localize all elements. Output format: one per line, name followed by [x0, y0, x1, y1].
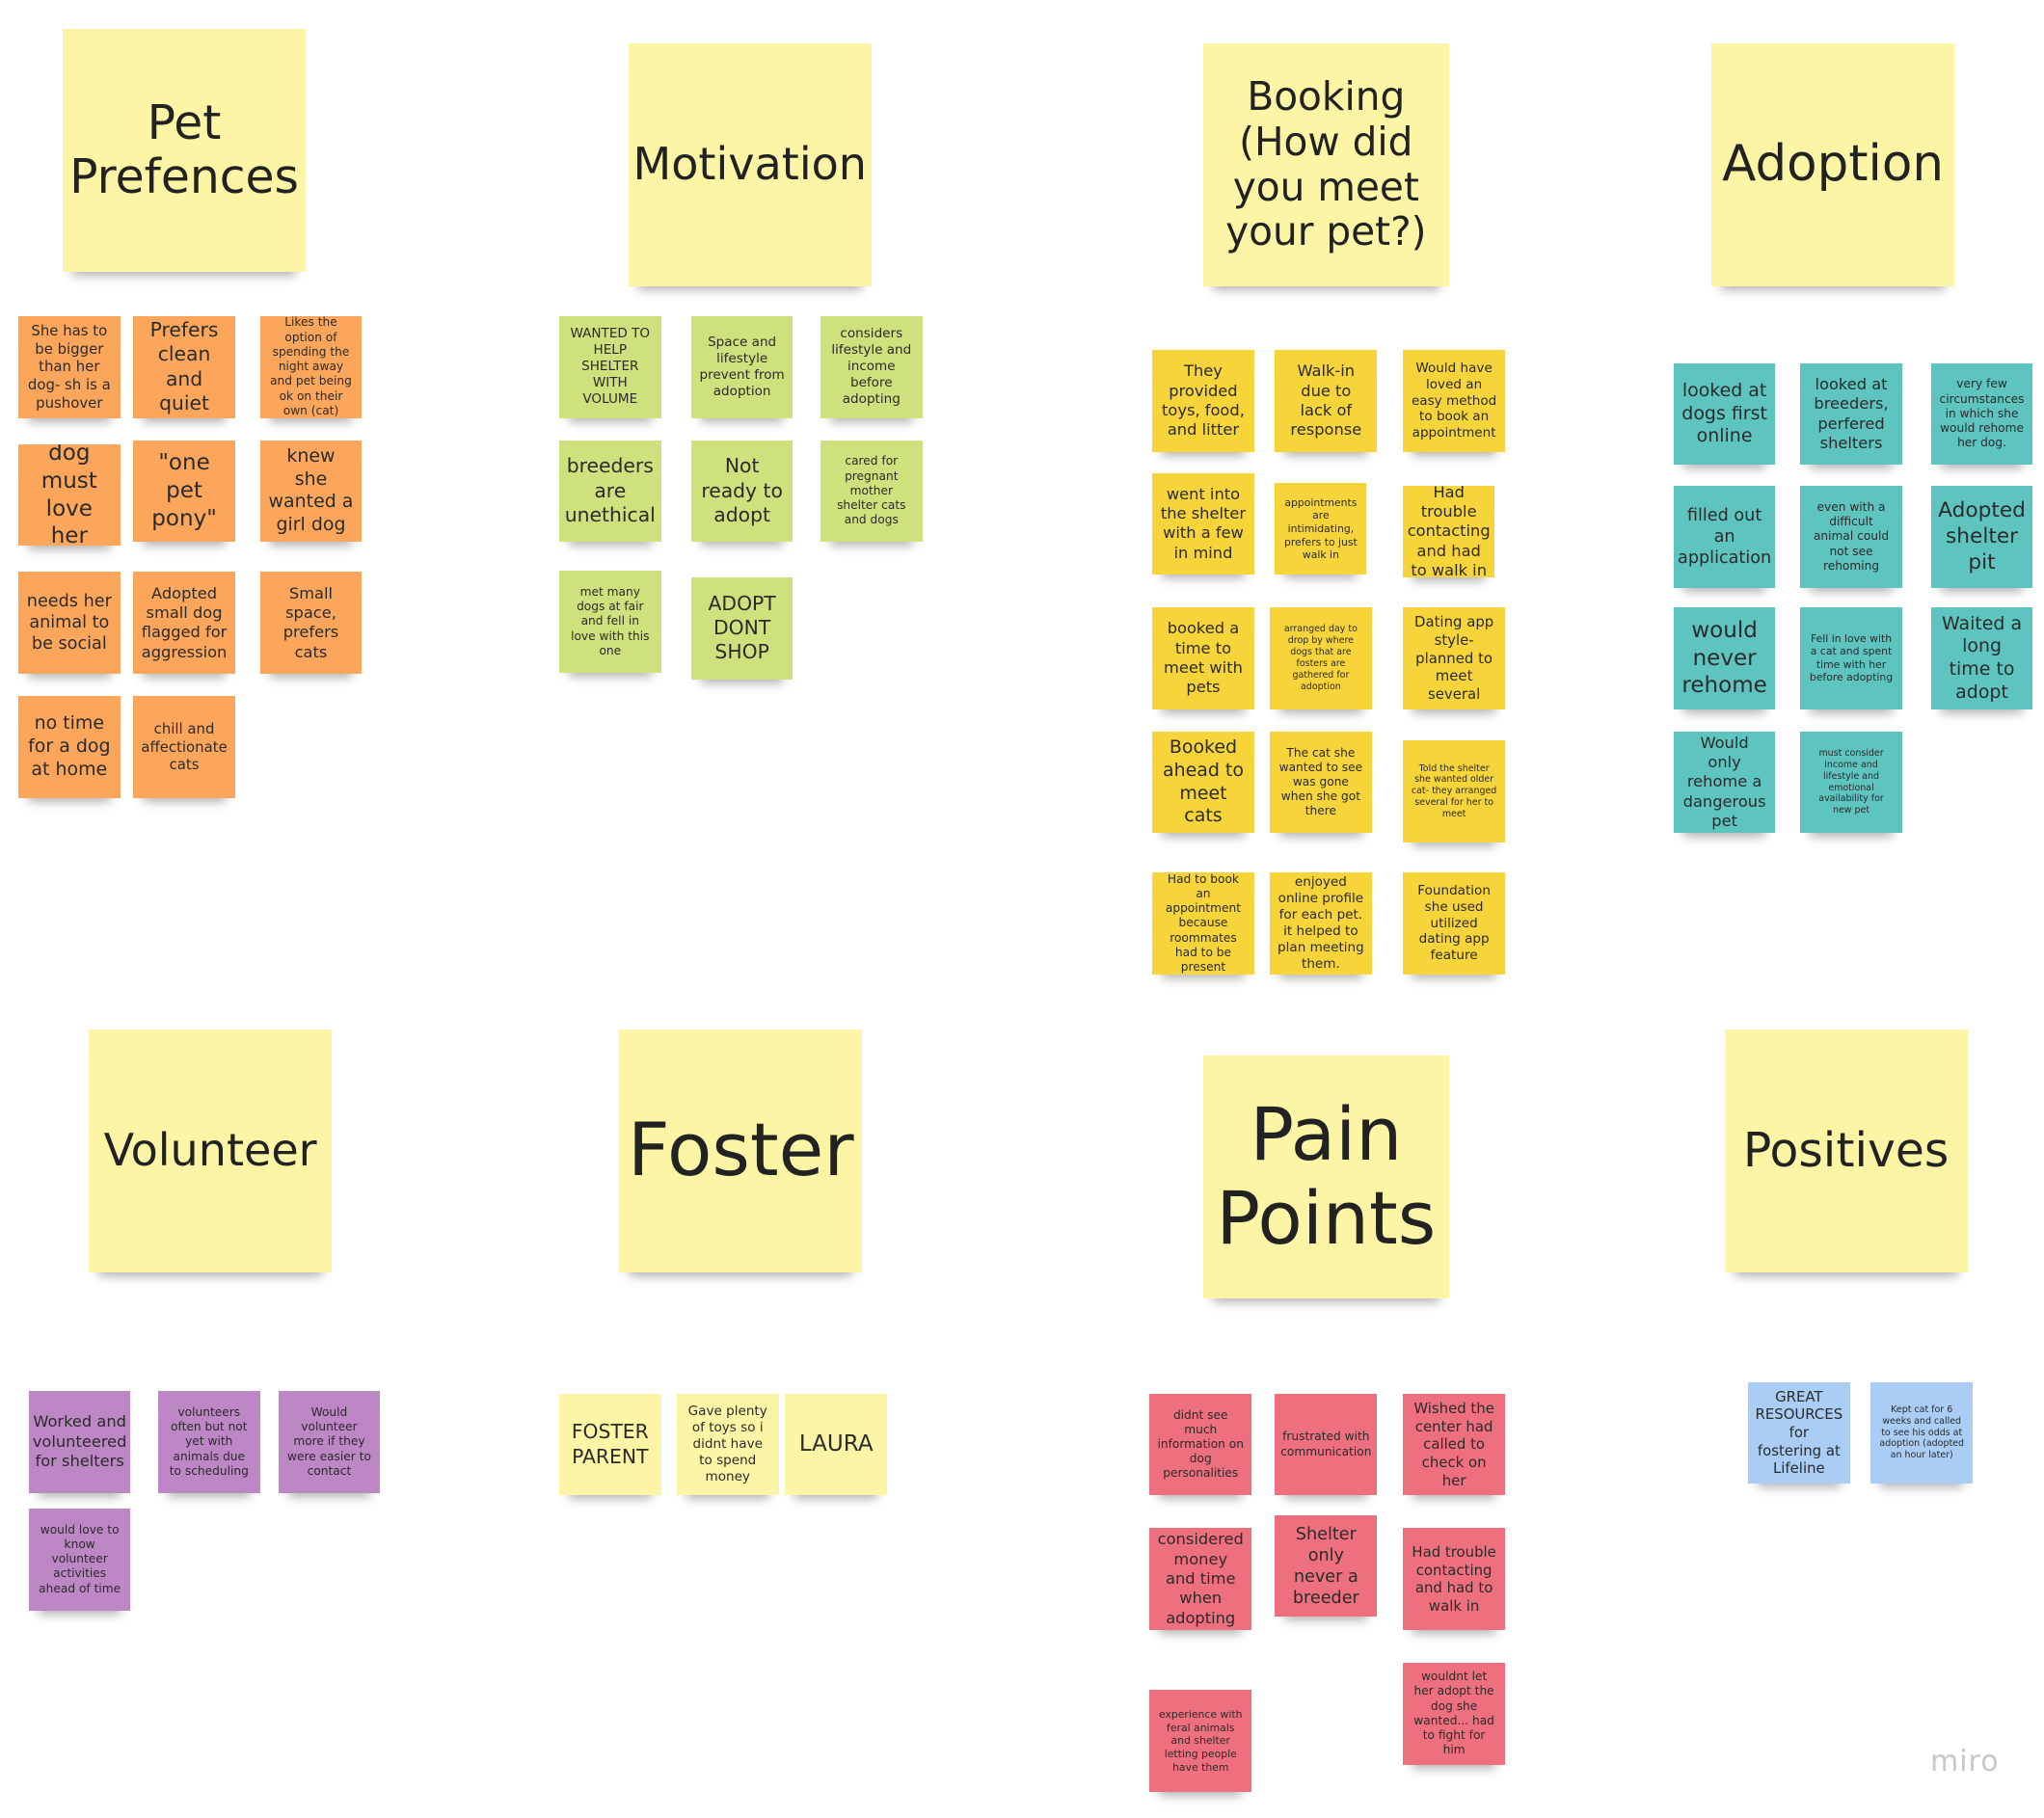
sticky-note-pain-points[interactable]: experience with feral animals and shelte… — [1149, 1690, 1252, 1793]
sticky-note-pain-points[interactable]: didnt see much information on dog person… — [1149, 1393, 1252, 1496]
sticky-note-pain-points[interactable]: Had trouble contacting and had to walk i… — [1403, 1528, 1505, 1631]
sticky-note-motivation[interactable]: cared for pregnant mother shelter cats a… — [820, 440, 923, 543]
sticky-note-pet-preferences[interactable]: no time for a dog at home — [17, 696, 121, 798]
sticky-note-adoption[interactable]: Fell in love with a cat and spent time w… — [1800, 607, 1902, 709]
sticky-note-booking[interactable]: Had trouble contacting and had to walk i… — [1403, 486, 1495, 577]
sticky-note-foster[interactable]: LAURA — [785, 1393, 888, 1496]
sticky-note-adoption[interactable]: would never rehome — [1673, 607, 1776, 709]
header-foster[interactable]: Foster — [619, 1029, 863, 1272]
sticky-note-pet-preferences[interactable]: Adopted small dog flagged for aggression — [133, 572, 235, 675]
sticky-note-motivation[interactable]: Space and lifestyle prevent from adoptio… — [690, 315, 793, 418]
sticky-note-booking[interactable]: booked a time to meet with pets — [1152, 607, 1254, 709]
header-pain-points[interactable]: Pain Points — [1202, 1055, 1449, 1298]
sticky-note-positives[interactable]: GREAT RESOURCES for fostering at Lifelin… — [1747, 1381, 1850, 1484]
sticky-note-foster[interactable]: Gave plenty of toys so i didnt have to s… — [676, 1393, 779, 1496]
sticky-note-pain-points[interactable]: frustrated with communication — [1275, 1393, 1378, 1496]
sticky-note-adoption[interactable]: must consider income and lifestyle and e… — [1800, 731, 1902, 834]
sticky-note-pet-preferences[interactable]: dog must love her — [17, 443, 121, 547]
sticky-note-booking[interactable]: Would have loved an easy method to book … — [1403, 350, 1505, 452]
sticky-note-pain-points[interactable]: considered money and time when adopting — [1149, 1528, 1252, 1631]
header-adoption[interactable]: Adoption — [1711, 42, 1955, 286]
sticky-note-pet-preferences[interactable]: chill and affectionate cats — [133, 696, 235, 798]
sticky-note-booking[interactable]: went into the shelter with a few in mind — [1152, 472, 1254, 575]
miro-logo: miro — [1930, 1745, 2000, 1778]
sticky-note-motivation[interactable]: considers lifestyle and income before ad… — [820, 315, 923, 418]
header-positives[interactable]: Positives — [1724, 1029, 1968, 1272]
sticky-note-booking[interactable]: Dating app style- planned to meet severa… — [1403, 607, 1505, 709]
sticky-note-pet-preferences[interactable]: needs her animal to be social — [17, 572, 121, 675]
sticky-note-adoption[interactable]: filled out an application — [1673, 486, 1776, 588]
sticky-note-motivation[interactable]: Not ready to adopt — [690, 440, 793, 543]
sticky-note-positives[interactable]: Kept cat for 6 weeks and called to see h… — [1870, 1381, 1974, 1484]
header-motivation[interactable]: Motivation — [628, 42, 872, 286]
sticky-note-pet-preferences[interactable]: Small space, prefers cats — [259, 572, 363, 675]
sticky-note-adoption[interactable]: even with a difficult animal could not s… — [1800, 486, 1902, 588]
sticky-note-pet-preferences[interactable]: Likes the option of spending the night a… — [259, 315, 363, 418]
sticky-note-booking[interactable]: Told the shelter she wanted older cat- t… — [1403, 740, 1505, 842]
sticky-note-booking[interactable]: arranged day to drop by where dogs that … — [1270, 607, 1372, 709]
sticky-note-booking[interactable]: appointments are intimidating, prefers t… — [1275, 483, 1367, 575]
sticky-note-volunteer[interactable]: Worked and volunteered for shelters — [28, 1391, 131, 1493]
header-booking[interactable]: Booking (How did you meet your pet?) — [1202, 42, 1449, 286]
sticky-note-pet-preferences[interactable]: knew she wanted a girl dog — [259, 440, 363, 543]
sticky-note-pet-preferences[interactable]: Prefers clean and quiet — [133, 315, 235, 418]
sticky-note-pain-points[interactable]: Wished the center had called to check on… — [1403, 1393, 1505, 1496]
sticky-note-pet-preferences[interactable]: She has to be bigger than her dog- sh is… — [17, 315, 121, 418]
sticky-note-adoption[interactable]: Waited a long time to adopt — [1930, 607, 2033, 709]
header-pet-preferences[interactable]: Pet Prefences — [63, 28, 307, 272]
sticky-note-booking[interactable]: Booked ahead to meet cats — [1152, 731, 1254, 834]
sticky-note-foster[interactable]: FOSTER PARENT — [558, 1393, 661, 1496]
sticky-note-pet-preferences[interactable]: "one pet pony" — [133, 440, 235, 543]
sticky-note-volunteer[interactable]: volunteers often but not yet with animal… — [157, 1391, 260, 1493]
sticky-note-booking[interactable]: Walk-in due to lack of response — [1275, 350, 1378, 452]
sticky-note-booking[interactable]: The cat she wanted to see was gone when … — [1270, 731, 1372, 834]
sticky-note-adoption[interactable]: Would only rehome a dangerous pet — [1673, 731, 1776, 834]
sticky-note-adoption[interactable]: Adopted shelter pit — [1930, 486, 2033, 588]
sticky-note-booking[interactable]: Foundation she used utilized dating app … — [1403, 872, 1505, 975]
sticky-note-motivation[interactable]: met many dogs at fair and fell in love w… — [558, 571, 661, 673]
sticky-note-booking[interactable]: They provided toys, food, and litter — [1152, 350, 1254, 452]
sticky-note-pain-points[interactable]: Shelter only never a breeder — [1275, 1514, 1378, 1617]
sticky-note-motivation[interactable]: ADOPT DONT SHOP — [690, 576, 793, 680]
sticky-note-booking[interactable]: enjoyed online profile for each pet. it … — [1270, 872, 1372, 975]
sticky-note-adoption[interactable]: looked at dogs first online — [1673, 362, 1776, 466]
sticky-note-motivation[interactable]: breeders are unethical — [558, 440, 661, 543]
sticky-note-volunteer[interactable]: Would volunteer more if they were easier… — [278, 1391, 381, 1493]
sticky-note-motivation[interactable]: WANTED TO HELP SHELTER WITH VOLUME — [558, 315, 661, 418]
sticky-note-volunteer[interactable]: would love to know volunteer activities … — [28, 1509, 131, 1611]
sticky-note-adoption[interactable]: looked at breeders, perfered shelters — [1800, 362, 1902, 466]
header-volunteer[interactable]: Volunteer — [89, 1029, 333, 1272]
sticky-note-pain-points[interactable]: wouldnt let her adopt the dog she wanted… — [1403, 1662, 1505, 1765]
sticky-note-adoption[interactable]: very few circumstances in which she woul… — [1930, 362, 2033, 466]
sticky-note-booking[interactable]: Had to book an appointment because roomm… — [1152, 872, 1254, 975]
